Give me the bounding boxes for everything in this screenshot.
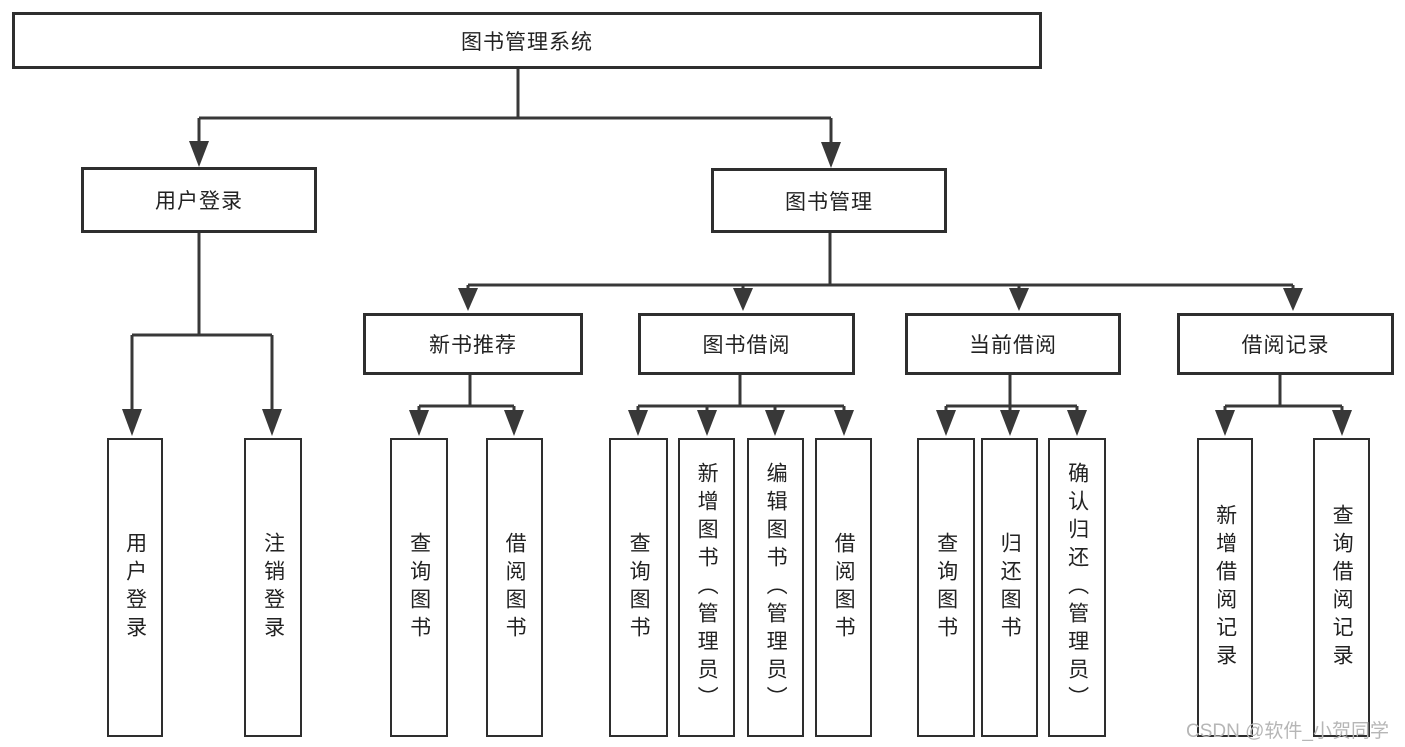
leaf-add-borrow-record-label: 新增借阅记录: [1213, 503, 1237, 672]
leaf-borrow-books-2-label: 借阅图书: [832, 531, 856, 644]
leaf-query-borrow-record: 查询借阅记录: [1313, 438, 1370, 737]
arrowhead: [628, 410, 648, 436]
leaf-query-books-1: 查询图书: [390, 438, 448, 737]
leaf-add-book-admin-label: 新增图书（管理员）: [695, 461, 719, 714]
arrowhead: [262, 409, 282, 436]
arrowhead: [821, 142, 841, 168]
arrowhead: [1000, 410, 1020, 436]
leaf-user-login: 用户登录: [107, 438, 163, 737]
leaf-edit-book-admin-label: 编辑图书（管理员）: [764, 461, 788, 714]
leaf-query-books-3: 查询图书: [917, 438, 975, 737]
leaf-query-borrow-record-label: 查询借阅记录: [1330, 503, 1354, 672]
arrowhead: [458, 288, 478, 311]
node-root: 图书管理系统: [12, 12, 1042, 69]
arrowhead: [409, 410, 429, 436]
tree-lines: [130, 69, 1344, 410]
leaf-confirm-return-admin: 确认归还（管理员）: [1048, 438, 1106, 737]
node-user-login-label: 用户登录: [155, 190, 243, 213]
leaf-query-books-3-label: 查询图书: [934, 531, 958, 644]
node-book-management-label: 图书管理: [785, 190, 873, 214]
leaf-confirm-return-admin-label: 确认归还（管理员）: [1065, 461, 1089, 714]
arrowhead: [504, 410, 524, 436]
leaf-query-books-1-label: 查询图书: [407, 531, 431, 644]
arrowhead: [1332, 410, 1352, 436]
arrowhead: [733, 288, 753, 311]
arrowhead: [1009, 288, 1029, 311]
arrowhead: [1283, 288, 1303, 311]
leaf-add-book-admin: 新增图书（管理员）: [678, 438, 735, 737]
leaf-borrow-books-1: 借阅图书: [486, 438, 543, 737]
arrowhead: [122, 409, 142, 436]
arrowhead: [834, 410, 854, 436]
arrowhead: [936, 410, 956, 436]
leaf-return-book-label: 归还图书: [998, 531, 1022, 644]
leaf-query-books-2-label: 查询图书: [627, 531, 651, 644]
node-new-book-recommend-label: 新书推荐: [429, 334, 517, 357]
arrowhead: [765, 410, 785, 436]
node-current-borrow-label: 当前借阅: [969, 334, 1057, 357]
leaf-borrow-books-1-label: 借阅图书: [503, 531, 527, 644]
node-book-borrow-label: 图书借阅: [702, 334, 791, 357]
leaf-logout-label: 注销登录: [261, 531, 285, 644]
arrowhead: [1215, 410, 1235, 436]
leaf-logout: 注销登录: [244, 438, 302, 737]
node-borrow-records-label: 借阅记录: [1241, 334, 1330, 357]
arrowhead: [189, 141, 209, 167]
csdn-watermark: CSDN @软件_小贺同学: [1186, 721, 1389, 742]
node-root-label: 图书管理系统: [461, 30, 593, 54]
arrowhead: [697, 410, 717, 436]
leaf-borrow-books-2: 借阅图书: [815, 438, 872, 737]
node-borrow-records: 借阅记录: [1177, 313, 1394, 375]
leaf-edit-book-admin: 编辑图书（管理员）: [747, 438, 804, 737]
leaf-query-books-2: 查询图书: [609, 438, 668, 737]
node-book-borrow: 图书借阅: [638, 313, 855, 375]
leaf-return-book: 归还图书: [981, 438, 1038, 737]
node-book-management: 图书管理: [711, 168, 947, 233]
node-current-borrow: 当前借阅: [905, 313, 1121, 375]
node-new-book-recommend: 新书推荐: [363, 313, 583, 375]
node-user-login: 用户登录: [81, 167, 317, 233]
arrowhead: [1067, 410, 1087, 436]
leaf-user-login-label: 用户登录: [123, 531, 147, 644]
leaf-add-borrow-record: 新增借阅记录: [1197, 438, 1253, 737]
